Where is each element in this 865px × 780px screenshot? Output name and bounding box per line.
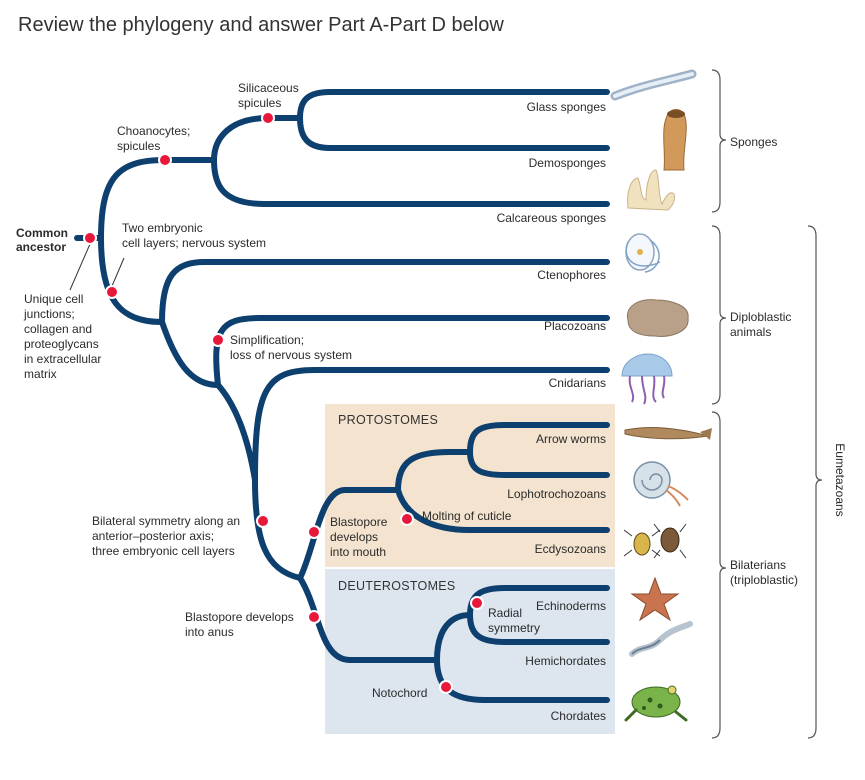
sponges-label: Sponges — [730, 135, 777, 149]
eumetazoa-split — [159, 259, 610, 388]
unique-pointer — [69, 243, 91, 291]
trait-dot-silica — [261, 111, 275, 125]
diploblastic-label: Diploblastic animals — [730, 310, 795, 339]
taxon-label: Ecdysozoans — [535, 542, 606, 556]
taxon-label: Calcareous sponges — [497, 211, 606, 225]
taxon-label: Ctenophores — [537, 268, 606, 282]
protostome-split — [395, 449, 610, 533]
deuterostomes-panel — [325, 569, 615, 734]
taxon-label: Cnidarians — [549, 376, 606, 390]
placozoan-icon — [626, 299, 689, 337]
trait-blasto-mouth-label: Blastopore develops into mouth — [330, 515, 391, 559]
taxon-label: Echinoderms — [536, 599, 606, 613]
trait-dot-twolayer — [105, 285, 119, 299]
trait-radial-label: Radial symmetry — [488, 606, 540, 635]
trait-dot-radial — [470, 596, 484, 610]
trait-dot-unique — [83, 231, 97, 245]
deuterostome-split — [434, 612, 610, 703]
taxon-label: Arrow worms — [536, 432, 606, 446]
arrow-lopho-split — [467, 422, 610, 478]
trait-dot-molting — [400, 512, 414, 526]
acorn-worm-icon — [629, 621, 693, 657]
jellyfish-icon — [621, 353, 673, 405]
trait-twolayer-label: Two embryonic cell layers; nervous syste… — [122, 221, 266, 250]
taxon-labels: Glass sponges Demosponges Calcareous spo… — [497, 100, 606, 723]
root-label: Common ancestor — [16, 226, 71, 254]
protostomes-panel — [325, 404, 615, 567]
trait-dot-choano — [158, 153, 172, 167]
deuterostomes-label: DEUTEROSTOMES — [338, 579, 456, 593]
trait-dot-bilateral — [256, 514, 270, 528]
trait-silica-label: Silicaceous spicules — [238, 81, 302, 110]
twolayer-pointer — [111, 257, 125, 287]
taxon-label: Demosponges — [529, 156, 606, 170]
bilaterians-label: Bilaterians (triploblastic) — [730, 558, 798, 587]
glass-sponge-icon — [610, 69, 697, 101]
nautilus-icon — [633, 461, 689, 507]
trait-molting-label: Molting of cuticle — [422, 509, 512, 523]
frog-icon — [624, 685, 688, 722]
page-title: Review the phylogeny and answer Part A-P… — [18, 14, 504, 36]
taxon-label: Chordates — [551, 709, 606, 723]
trait-markers — [83, 111, 484, 694]
sea-star-icon — [630, 576, 680, 622]
beetles-icon — [623, 523, 687, 559]
taxon-label: Hemichordates — [525, 654, 606, 668]
bilaterians-brace — [711, 411, 727, 739]
protostomes-label: PROTOSTOMES — [338, 413, 438, 427]
trait-dot-blasto-mouth — [307, 525, 321, 539]
taxon-label: Lophotrochozoans — [507, 487, 606, 501]
sponges-brace — [711, 69, 727, 213]
ctenophore-icon — [625, 233, 661, 273]
taxon-label: Glass sponges — [527, 100, 606, 114]
eumetazoans-brace — [807, 225, 823, 739]
diploblastic-brace — [711, 225, 727, 405]
trait-dot-blasto-anus — [307, 610, 321, 624]
root-split — [98, 157, 168, 325]
cnidaria-split — [252, 367, 610, 581]
trait-dot-simplification — [211, 333, 225, 347]
bilateria-split — [297, 487, 440, 663]
trait-blasto-anus-label: Blastopore develops into anus — [185, 610, 297, 639]
calcareous-sponge-icon — [627, 169, 675, 211]
arrow-worm-icon — [624, 427, 712, 440]
ambulacraria-split — [467, 585, 610, 645]
trait-notochord-label: Notochord — [372, 686, 427, 700]
trait-dot-notochord — [439, 680, 453, 694]
sponge-split — [162, 115, 610, 207]
trait-choano-label: Choanocytes; spicules — [117, 124, 194, 153]
demosponge-icon — [663, 109, 687, 171]
trait-bilateral-label: Bilateral symmetry along an anterior–pos… — [92, 514, 243, 558]
trait-unique-label: Unique cell junctions; collagen and prot… — [23, 292, 105, 381]
eumetazoans-label: Eumetazoans — [833, 443, 847, 516]
trait-simplification-label: Simplification; loss of nervous system — [230, 333, 352, 362]
taxon-label: Placozoans — [544, 319, 606, 333]
